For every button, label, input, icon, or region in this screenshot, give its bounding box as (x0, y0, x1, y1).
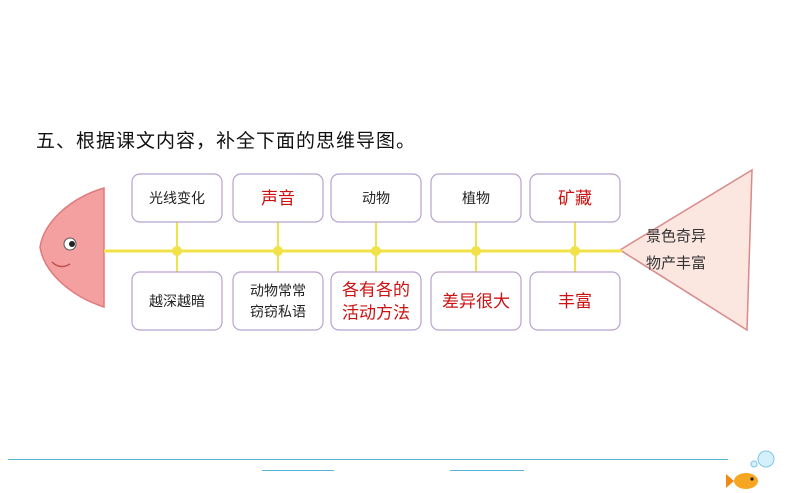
fish-tail-shape (620, 170, 752, 330)
bottom-box-2-text-2: 窃窃私语 (250, 305, 306, 321)
top-box-3-text-1: 动物 (362, 191, 390, 207)
bottom-box-3-text-1: 各有各的 (342, 281, 410, 301)
goldfish-body (734, 473, 758, 489)
bubble-large (758, 451, 774, 467)
footer-dash-2 (450, 470, 524, 471)
tail-text-line-1: 景色奇异 (646, 227, 706, 245)
rib-node (371, 246, 381, 256)
bottom-box-4-text-1: 差异很大 (442, 292, 510, 312)
rib-node (570, 246, 580, 256)
top-box-4-text-1: 植物 (462, 191, 490, 207)
bottom-box-5-text-1: 丰富 (558, 292, 592, 312)
top-box-2-text-1: 声音 (261, 189, 295, 209)
goldfish-icon (726, 447, 786, 492)
bottom-box-2-text-1: 动物常常 (250, 284, 306, 300)
bubble-small (751, 461, 757, 467)
top-box-1-text-1: 光线变化 (149, 191, 205, 207)
goldfish-fin (726, 474, 734, 488)
footer-dash-1 (262, 470, 334, 471)
rib-node (172, 246, 182, 256)
bottom-box-3-text-2: 活动方法 (342, 304, 410, 324)
tail-text-line-2: 物产丰富 (646, 254, 706, 272)
footer-line (8, 459, 728, 460)
top-box-5-text-1: 矿藏 (558, 189, 592, 209)
rib-node (273, 246, 283, 256)
bottom-box-1-text-1: 越深越暗 (149, 294, 205, 310)
goldfish-eye (750, 477, 753, 480)
fish-pupil (69, 241, 75, 247)
rib-node (471, 246, 481, 256)
bottom-box-2 (233, 272, 323, 330)
